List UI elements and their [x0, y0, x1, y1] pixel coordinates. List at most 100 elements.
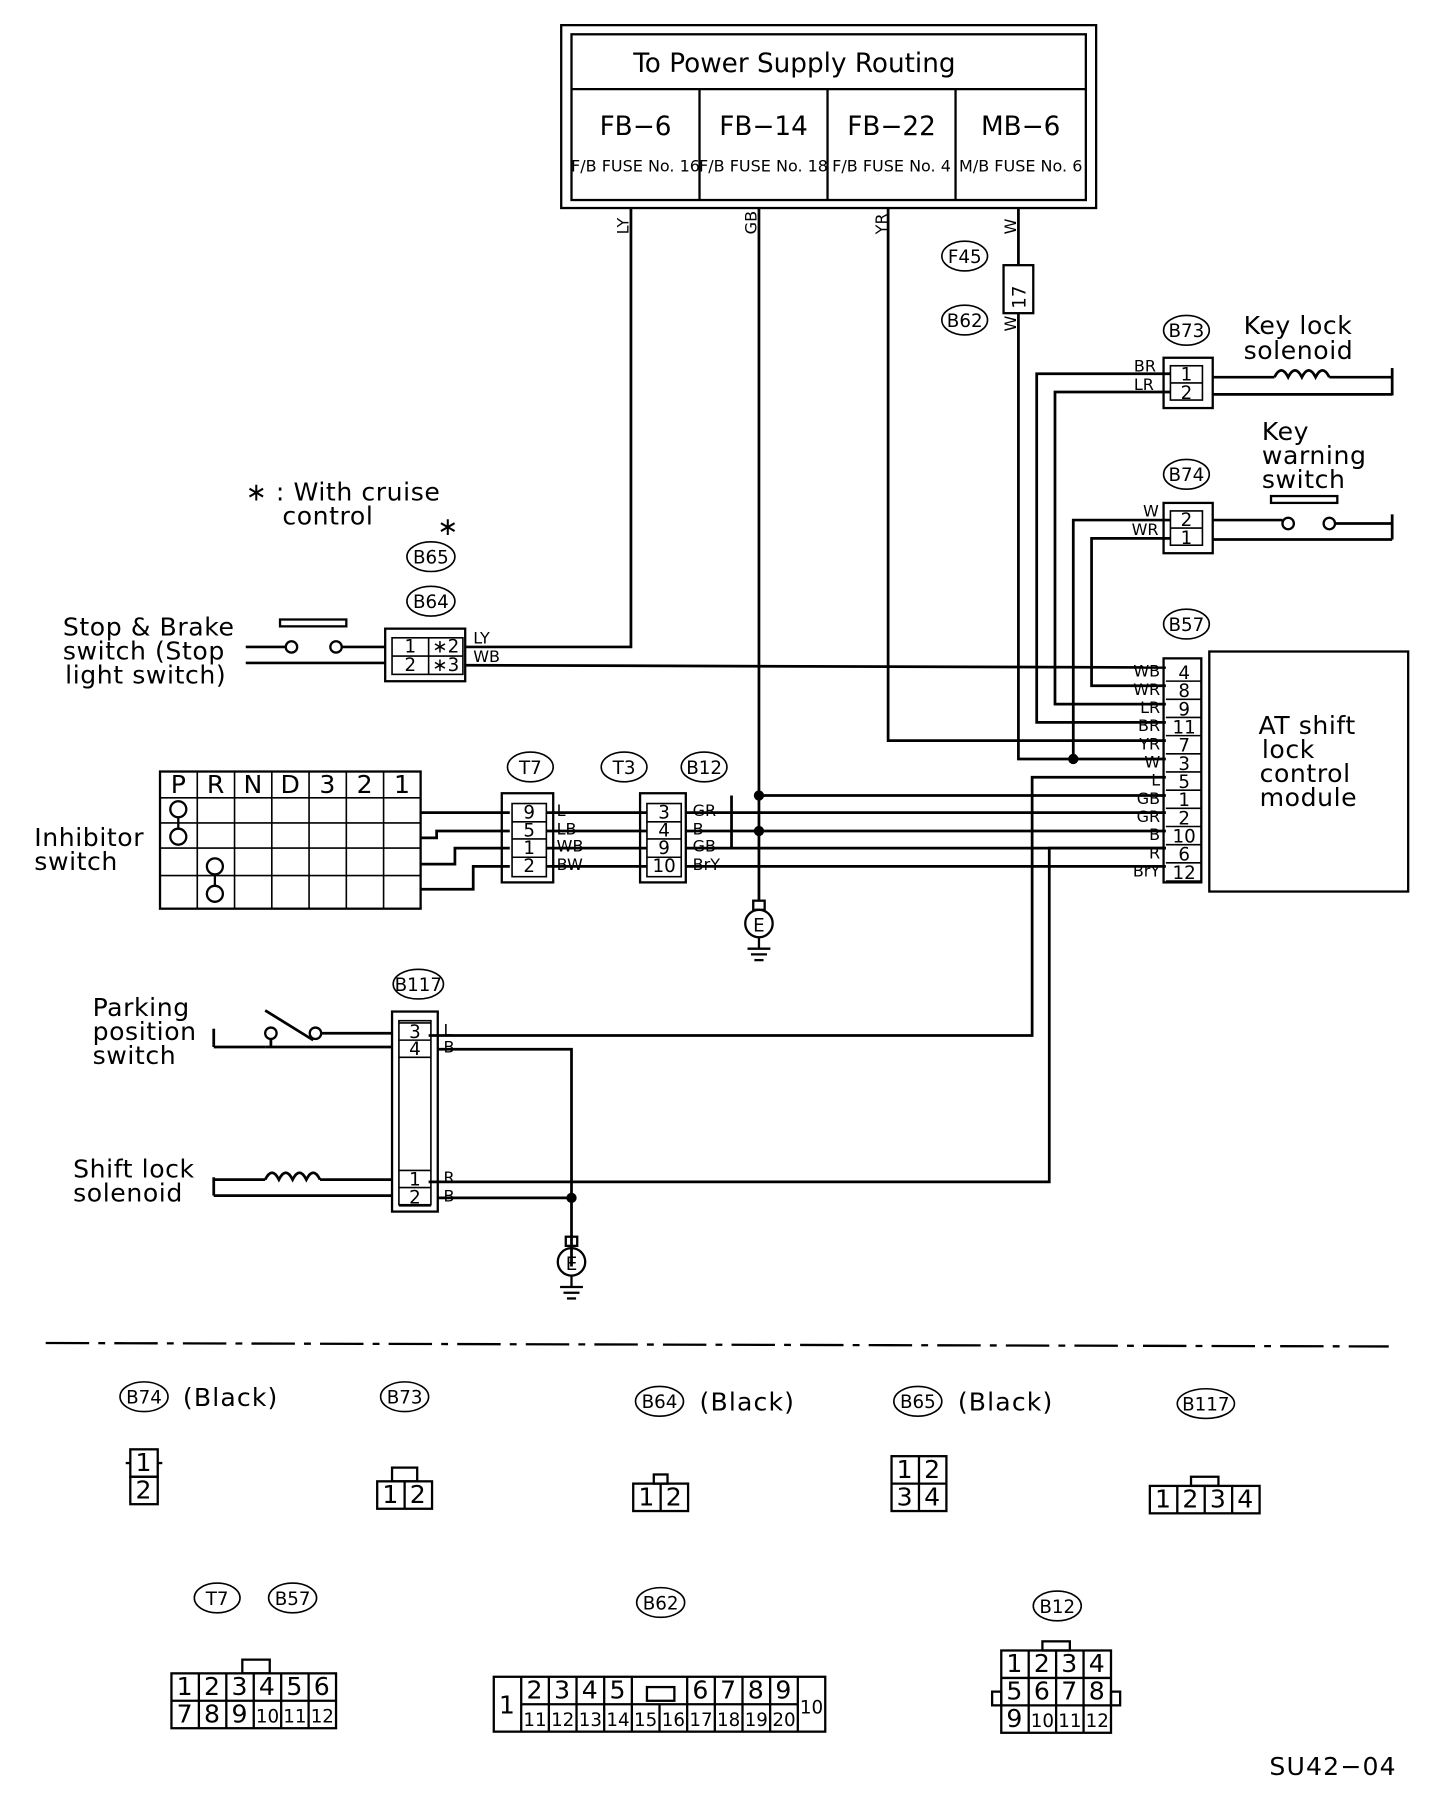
- fb22-fuse: F/B FUSE No. 4: [832, 156, 951, 175]
- connector-b12: T3 B12: [600, 751, 728, 884]
- legend-b65-pin-4: 4: [924, 1482, 941, 1511]
- f45-label: F45: [948, 247, 982, 268]
- t7-wire-1: LB: [557, 819, 577, 838]
- key-warning-label-3: switch: [1262, 465, 1346, 494]
- b73-pin-1: 1: [1181, 365, 1193, 386]
- legend-b12-pin-6: 6: [1034, 1677, 1051, 1706]
- legend-t7-pin-1: 1: [177, 1672, 194, 1701]
- wire-label-w-fuse: W: [1001, 315, 1020, 331]
- legend-b74: B74 (Black) 1 2: [119, 1381, 279, 1506]
- figure-code: SU42−04: [1269, 1752, 1396, 1781]
- b12-wire-2: GB: [693, 837, 716, 856]
- legend-b74-color: (Black): [183, 1383, 279, 1412]
- legend-t7-pin-3: 3: [231, 1672, 248, 1701]
- b57-wire-0: WB: [1133, 662, 1160, 681]
- legend-b62-pin-5: 5: [609, 1675, 626, 1704]
- connector-t7: T7: [500, 751, 555, 884]
- at-module-label-4: module: [1260, 783, 1358, 812]
- legend-t7-pin-4: 4: [259, 1672, 276, 1701]
- legend-b64: B64 (Black) 1 2: [632, 1385, 796, 1513]
- legend-b12-name: B12: [1039, 1597, 1075, 1618]
- b117-pin-1: 1: [409, 1169, 421, 1190]
- b57-pin-7: 7: [1178, 736, 1190, 757]
- legend-b62-pin-4: 4: [582, 1675, 599, 1704]
- legend-b64-color: (Black): [700, 1387, 796, 1416]
- legend-b74-pin-1: 1: [135, 1448, 152, 1477]
- b57-wire-5: W: [1144, 753, 1160, 772]
- legend-b62-pin-20: 20: [772, 1710, 795, 1731]
- b57-pin-3: 3: [1178, 754, 1190, 775]
- mb6-label: MB−6: [981, 112, 1060, 142]
- legend-t7-pin-6: 6: [314, 1672, 331, 1701]
- wire-label-yr: YR: [872, 213, 891, 235]
- note-line1: ∗ : With cruise: [246, 478, 441, 507]
- parking-label-3: switch: [93, 1041, 177, 1070]
- legend-b65: B65 (Black) 1 2 3 4: [890, 1385, 1052, 1513]
- legend-b64-name: B64: [642, 1392, 678, 1413]
- legend-b62-pin-1: 1: [499, 1690, 516, 1719]
- b57-pin-5: 5: [1178, 772, 1190, 793]
- legend-t7-pin-8: 8: [204, 1700, 221, 1729]
- b74-wire-wr: WR: [1132, 520, 1159, 539]
- b117-wire-1: B: [443, 1038, 454, 1057]
- legend-b62-pin-3: 3: [554, 1675, 571, 1704]
- inhibitor-position-0: P: [171, 770, 187, 799]
- shift-lock-label-2: solenoid: [73, 1178, 183, 1207]
- b12-pin-3: 3: [658, 802, 670, 823]
- b57-wire-6: L: [1151, 771, 1160, 790]
- legend-b12-pin-7: 7: [1061, 1677, 1078, 1706]
- b117-wire-2: R: [443, 1168, 454, 1187]
- legend-b12-pin-2: 2: [1034, 1649, 1051, 1678]
- b64-pin-1: 1: [405, 637, 417, 658]
- legend-b62-pin-15: 15: [634, 1710, 657, 1731]
- ground-lower-label: E: [566, 1254, 578, 1275]
- stop-brake-label-2: switch (Stop: [63, 637, 225, 666]
- wire-label-ly: LY: [614, 218, 633, 235]
- legend-b65-pin-3: 3: [897, 1482, 914, 1511]
- legend-t7-pin-7: 7: [177, 1700, 194, 1729]
- legend-b65-pin-2: 2: [924, 1455, 941, 1484]
- legend-b73-pin-1: 1: [382, 1480, 399, 1509]
- t7-wire-3: BW: [557, 855, 583, 874]
- power-box-title: To Power Supply Routing: [632, 49, 955, 79]
- fuse-17: F45 B62 17 W: [941, 240, 1035, 336]
- legend-b64-pin-1: 1: [638, 1482, 655, 1511]
- b117-wire-3: B: [443, 1186, 454, 1205]
- fb14-label: FB−14: [719, 112, 808, 142]
- stop-brake-label-3: light switch): [65, 661, 226, 690]
- inhibitor-label-2: switch: [34, 847, 118, 876]
- b62-label: B62: [947, 311, 983, 332]
- legend-b12-pin-9: 9: [1006, 1704, 1023, 1733]
- b57-wire-8: GR: [1137, 807, 1161, 826]
- b57-wire-4: YR: [1138, 734, 1160, 753]
- stop-brake-label-1: Stop & Brake: [63, 613, 235, 642]
- b57-wire-1: WR: [1133, 680, 1160, 699]
- b74-label: B74: [1169, 465, 1205, 486]
- legend-t7-b57: T7 B57: [193, 1582, 318, 1675]
- legend-b65-name: B65: [900, 1392, 936, 1413]
- b64-wire-ly: LY: [473, 629, 490, 648]
- legend-t7-pin-5: 5: [286, 1672, 303, 1701]
- legend-b62-pin-16: 16: [662, 1710, 685, 1731]
- b74-pin-2: 2: [1181, 510, 1193, 531]
- legend-b74-name: B74: [126, 1388, 162, 1409]
- note-line2: control: [282, 502, 373, 531]
- legend-b12-pin-11: 11: [1058, 1711, 1081, 1732]
- at-module-label-1: AT shift: [1258, 711, 1355, 740]
- b12-wire-0: GR: [693, 801, 717, 820]
- b117-pin-4: 4: [409, 1039, 421, 1060]
- b57-wire-10: R: [1149, 843, 1160, 862]
- b64-label: B64: [413, 592, 449, 613]
- b57-wire-7: GB: [1137, 789, 1160, 808]
- connector-b117: B117: [390, 968, 445, 1213]
- legend-b64-pin-2: 2: [666, 1482, 683, 1511]
- b74-wire-w: W: [1143, 502, 1159, 521]
- b12-pin-10: 10: [652, 856, 675, 877]
